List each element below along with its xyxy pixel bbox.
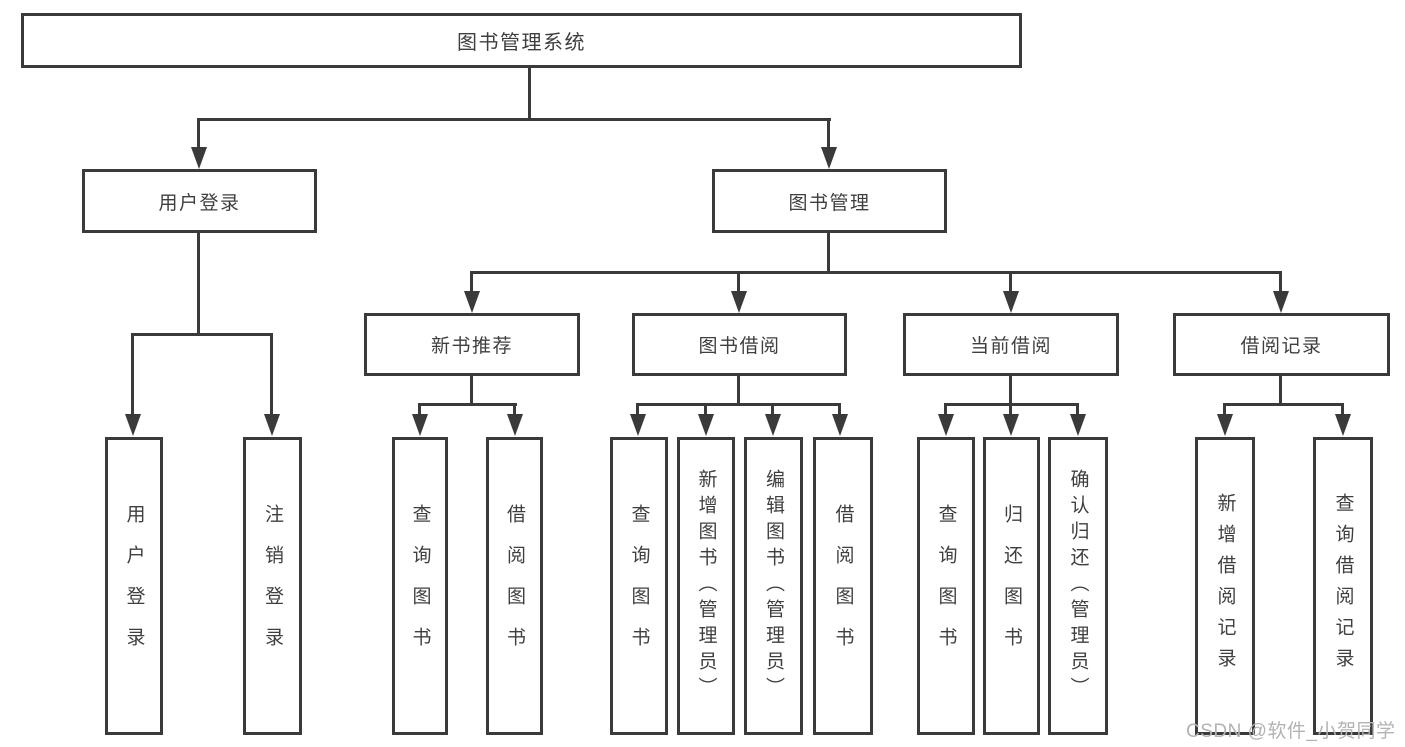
- node-new-book-recommend: 新书推荐: [364, 313, 580, 376]
- connector-borrow-records-hline: [1223, 403, 1344, 406]
- arrow-down-icon: [938, 414, 954, 436]
- leaf-label: 查询图书: [409, 504, 431, 668]
- connector-new-book-stub: [470, 376, 473, 406]
- leaf-label: 用户登录: [123, 504, 145, 668]
- arrow-down-icon: [191, 147, 207, 169]
- connector-stem: [1009, 271, 1012, 293]
- node-borrow-records: 借阅记录: [1173, 313, 1390, 376]
- csdn-watermark: CSDN @软件_小贺同学: [1186, 721, 1396, 742]
- node-book-management-label: 图书管理: [788, 192, 871, 214]
- leaf-label: 借阅图书: [504, 504, 525, 668]
- connector-current-borrow-stub: [1009, 376, 1012, 406]
- connector-stem: [1076, 403, 1079, 416]
- connector-book-mgmt-stub: [827, 233, 830, 274]
- arrow-down-icon: [507, 414, 523, 436]
- node-book-management: 图书管理: [712, 169, 947, 233]
- arrow-down-icon: [821, 147, 837, 169]
- leaf-label: 借阅图书: [832, 504, 854, 668]
- node-user-login-label: 用户登录: [158, 192, 241, 214]
- connector-stem: [737, 271, 740, 293]
- connector-stem: [270, 333, 273, 415]
- arrow-down-icon: [765, 414, 781, 436]
- connector-stem: [944, 403, 947, 416]
- connector-stem: [838, 403, 841, 416]
- arrow-down-icon: [464, 291, 480, 313]
- connector-stem: [827, 118, 830, 149]
- connector-new-book-hline: [418, 403, 517, 406]
- leaf-edit-book-admin: 编辑图书（管理员）: [744, 437, 803, 735]
- connector-stem: [704, 403, 707, 416]
- arrow-down-icon: [412, 414, 428, 436]
- arrow-down-icon: [1003, 414, 1019, 436]
- leaf-query-book-new: 查询图书: [392, 437, 448, 735]
- leaf-label: 归还图书: [1001, 504, 1022, 668]
- leaf-user-login: 用户登录: [105, 437, 163, 735]
- connector-stem: [197, 118, 200, 149]
- leaf-label: 新增借阅记录: [1214, 493, 1236, 679]
- node-root-label: 图书管理系统: [457, 32, 586, 54]
- connector-root-stub: [528, 68, 531, 121]
- arrow-down-icon: [1217, 414, 1233, 436]
- arrow-down-icon: [832, 414, 848, 436]
- connector-level3-hline: [470, 271, 1282, 274]
- node-book-borrow-label: 图书借阅: [698, 336, 781, 357]
- connector-stem: [1223, 403, 1226, 416]
- connector-book-borrow-stub: [737, 376, 740, 406]
- leaf-label: 新增图书（管理员）: [695, 469, 717, 703]
- connector-level2-hline: [197, 118, 831, 121]
- arrow-down-icon: [630, 414, 646, 436]
- connector-stem: [1279, 271, 1282, 293]
- arrow-down-icon: [698, 414, 714, 436]
- node-current-borrow: 当前借阅: [903, 313, 1119, 376]
- leaf-label: 确认归还（管理员）: [1067, 469, 1089, 703]
- connector-borrow-records-stub: [1279, 376, 1282, 406]
- leaf-label: 查询借阅记录: [1332, 493, 1354, 679]
- connector-stem: [470, 271, 473, 293]
- node-root: 图书管理系统: [21, 13, 1022, 68]
- connector-user-login-hline: [131, 333, 273, 336]
- leaf-query-book-current: 查询图书: [917, 437, 975, 735]
- arrow-down-icon: [125, 414, 141, 436]
- leaf-borrow-book: 借阅图书: [813, 437, 873, 735]
- node-borrow-records-label: 借阅记录: [1240, 336, 1323, 357]
- leaf-label: 注销登录: [262, 504, 283, 668]
- arrow-down-icon: [1335, 414, 1351, 436]
- leaf-add-borrow-record: 新增借阅记录: [1195, 437, 1255, 735]
- leaf-confirm-return-admin: 确认归还（管理员）: [1048, 437, 1108, 735]
- node-new-book-recommend-label: 新书推荐: [430, 336, 513, 357]
- arrow-down-icon: [1273, 291, 1289, 313]
- leaf-query-book-borrow: 查询图书: [610, 437, 668, 735]
- connector-stem: [771, 403, 774, 416]
- leaf-add-book-admin: 新增图书（管理员）: [677, 437, 735, 735]
- arrow-down-icon: [731, 291, 747, 313]
- leaf-borrow-book-new: 借阅图书: [486, 437, 543, 735]
- leaf-logout: 注销登录: [243, 437, 302, 735]
- leaf-query-borrow-record: 查询借阅记录: [1313, 437, 1373, 735]
- node-book-borrow: 图书借阅: [632, 313, 847, 376]
- connector-user-login-stub: [197, 233, 200, 335]
- connector-book-borrow-hline: [636, 403, 841, 406]
- leaf-return-book: 归还图书: [983, 437, 1040, 735]
- connector-stem: [636, 403, 639, 416]
- arrow-down-icon: [1003, 291, 1019, 313]
- leaf-label: 查询图书: [628, 504, 650, 668]
- connector-stem: [418, 403, 421, 416]
- leaf-label: 查询图书: [935, 504, 957, 668]
- node-user-login: 用户登录: [82, 169, 317, 233]
- connector-stem: [131, 333, 134, 415]
- connector-stem: [1009, 403, 1012, 416]
- connector-stem: [513, 403, 516, 416]
- arrow-down-icon: [264, 414, 280, 436]
- connector-stem: [1341, 403, 1344, 416]
- node-current-borrow-label: 当前借阅: [969, 336, 1052, 357]
- arrow-down-icon: [1070, 414, 1086, 436]
- leaf-label: 编辑图书（管理员）: [763, 469, 784, 703]
